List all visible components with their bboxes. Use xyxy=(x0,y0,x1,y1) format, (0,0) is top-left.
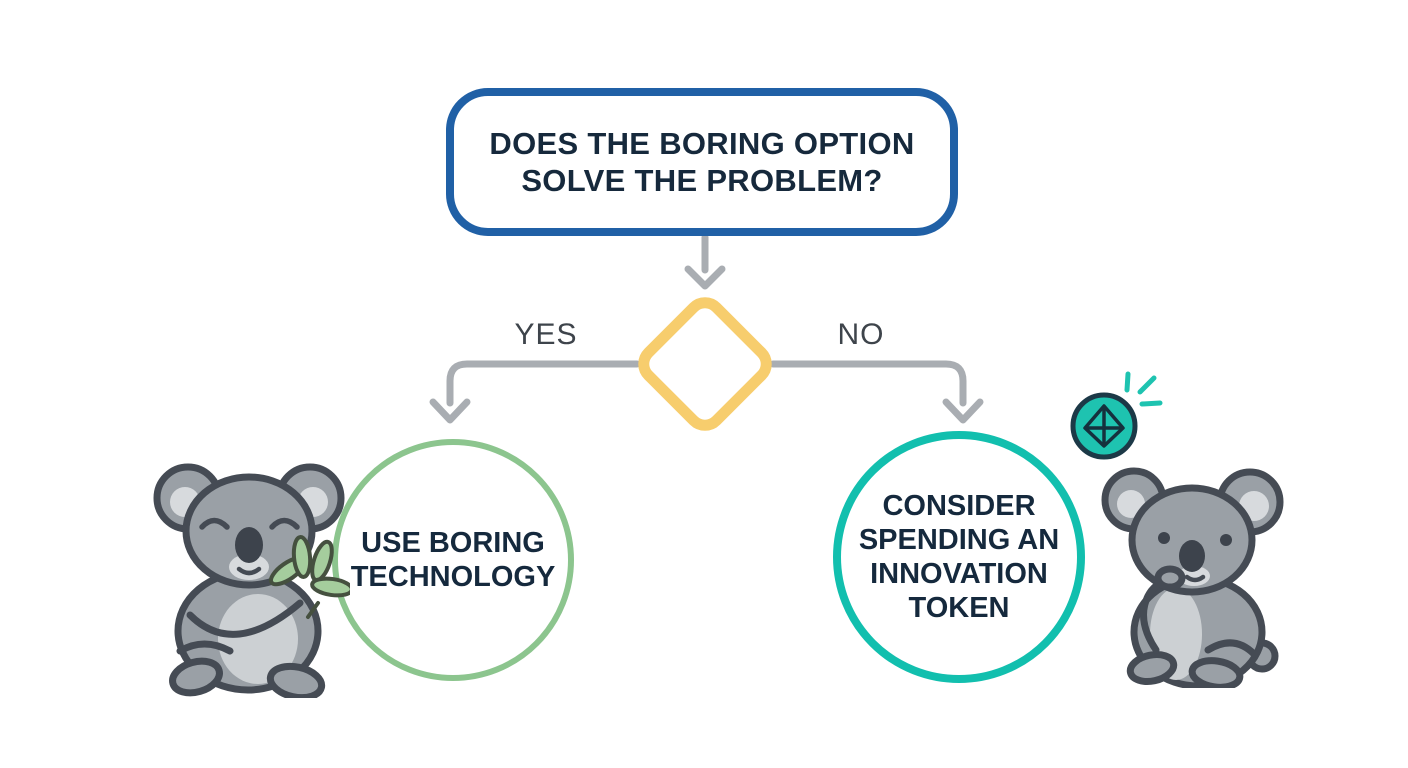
koala-thinking-icon xyxy=(1101,467,1284,688)
no-branch-connector xyxy=(769,360,967,407)
koala-happy-icon xyxy=(153,463,350,698)
use-boring-technology-node: USE BORING TECHNOLOGY xyxy=(332,439,574,681)
gem-icon xyxy=(1083,404,1125,448)
no-label: NO xyxy=(837,318,885,351)
arrow-down-icon xyxy=(429,398,471,424)
innovation-token-node: CONSIDER SPENDING AN INNOVATION TOKEN xyxy=(833,431,1085,683)
yes-outcome-text: USE BORING TECHNOLOGY xyxy=(350,527,556,593)
arrow-down-icon xyxy=(942,398,984,424)
eucalyptus-leaves-icon xyxy=(268,535,350,619)
arrow-down-icon xyxy=(684,265,726,290)
yes-label: YES xyxy=(514,318,578,351)
yes-branch-connector xyxy=(446,360,641,407)
question-node: DOES THE BORING OPTION SOLVE THE PROBLEM… xyxy=(446,88,958,236)
no-outcome-text: CONSIDER SPENDING AN INNOVATION TOKEN xyxy=(858,490,1060,624)
question-text: DOES THE BORING OPTION SOLVE THE PROBLEM… xyxy=(489,126,915,198)
innovation-token-icon xyxy=(1070,371,1163,460)
decision-diamond xyxy=(638,297,772,431)
sparkle-icon xyxy=(1124,371,1163,407)
